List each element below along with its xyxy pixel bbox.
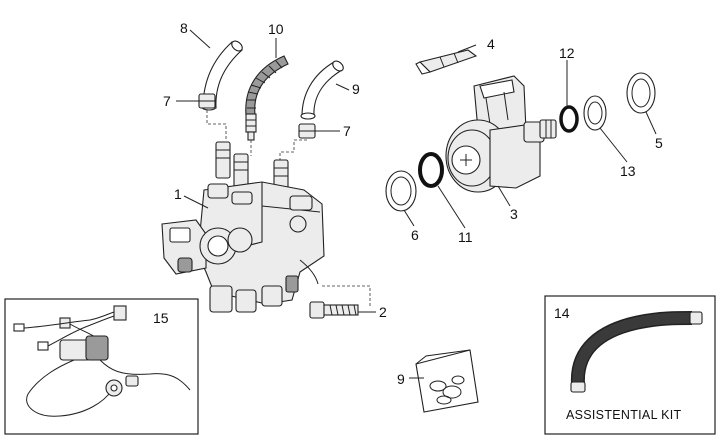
assistential-kit-caption: ASSISTENTIAL KIT: [566, 408, 682, 422]
callout-5: 5: [655, 135, 663, 151]
clamp-part-7-left: [198, 93, 216, 109]
corrugated-pipe-part-10: [245, 55, 289, 141]
callout-13: 13: [620, 163, 636, 179]
o-ring-part-11: [418, 152, 444, 188]
fuel-pump-body-part-1: [161, 141, 325, 313]
assembly-guides-top: [206, 110, 307, 160]
callout-15: 15: [153, 310, 169, 326]
callout-1: 1: [174, 186, 182, 202]
callout-9-right: 9: [352, 81, 360, 97]
gasket-kit-bag-part-8: [415, 349, 479, 413]
callout-3: 3: [510, 206, 518, 222]
screw-part-2: [309, 285, 371, 319]
callout-7-left: 7: [163, 93, 171, 109]
gasket-part-13: [583, 95, 607, 131]
clip-part-4: [415, 49, 478, 75]
wiring-kit-box-part-15: [4, 298, 199, 435]
assistential-kit-box-part-14: [544, 295, 716, 435]
callout-7-right: 7: [343, 123, 351, 139]
callout-2: 2: [379, 304, 387, 320]
callout-9-left: 8: [180, 20, 188, 36]
pressure-regulator-part-3: [445, 75, 557, 193]
callout-10: 10: [268, 21, 284, 37]
callout-4: 4: [487, 36, 495, 52]
leader-lines: [176, 29, 657, 379]
callout-labels: 8 10 7 9 7 1 4 12 5 13 3 11 6 2 9 15 14 …: [153, 20, 682, 422]
gasket-part-5: [626, 72, 656, 114]
callout-12: 12: [559, 45, 575, 61]
clamp-part-7-right: [298, 123, 316, 139]
callout-14: 14: [554, 305, 570, 321]
callout-11: 11: [458, 229, 473, 245]
callout-8: 9: [397, 371, 405, 387]
o-ring-part-12: [559, 105, 579, 133]
hose-part-9-right: [300, 60, 344, 120]
gasket-part-6: [385, 170, 417, 212]
callout-6: 6: [411, 227, 419, 243]
